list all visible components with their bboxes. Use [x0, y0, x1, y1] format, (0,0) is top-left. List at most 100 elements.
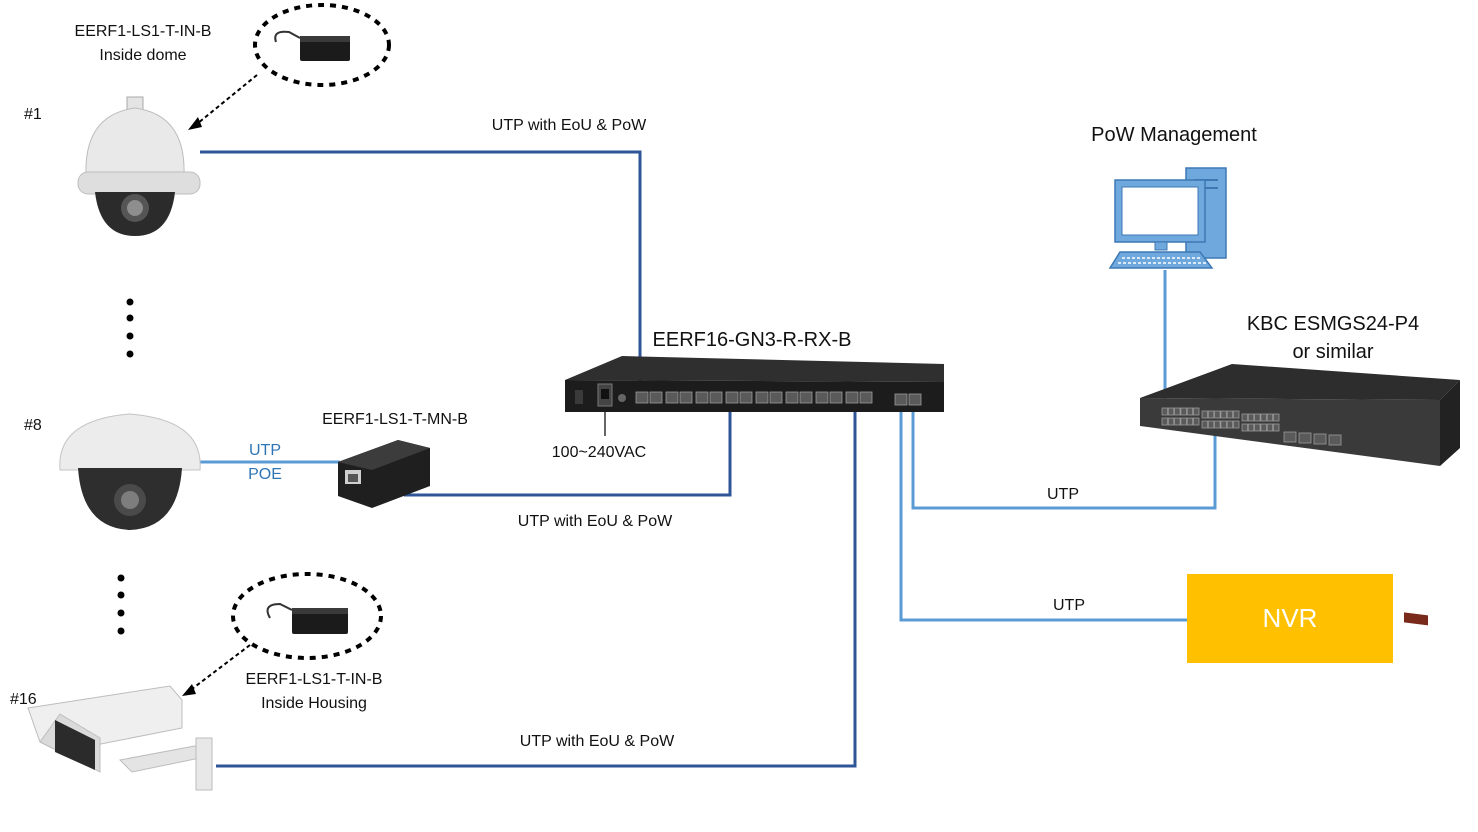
ellipsis-dots-lower: [117, 574, 125, 635]
nvr-box: [1187, 574, 1393, 663]
port: [1226, 420, 1234, 429]
port: [679, 391, 693, 404]
port: [1167, 407, 1175, 416]
port: [1180, 407, 1187, 416]
ellipsis-dots-upper: [126, 298, 134, 358]
camera-8-number: #8: [24, 417, 42, 434]
port: [1186, 417, 1194, 426]
port: [1241, 423, 1248, 432]
port: [709, 391, 723, 404]
box-camera-housing-icon: [27, 685, 213, 791]
port: [859, 391, 873, 404]
port: [635, 391, 649, 404]
module-1-label: EERF1-LS1-T-IN-B: [75, 23, 212, 40]
port: [1201, 420, 1208, 429]
port: [1220, 420, 1227, 429]
rack-extender-icon: [565, 356, 944, 412]
port: [1174, 417, 1181, 426]
camera-8-poe-label: POE: [248, 466, 282, 483]
port: [1226, 410, 1234, 419]
port: [1233, 420, 1240, 429]
port: [1193, 417, 1200, 426]
port: [1233, 410, 1240, 419]
camera-8-utp-label: UTP: [249, 442, 281, 459]
port: [815, 391, 829, 404]
extender-model: EERF16-GN3-R-RX-B: [653, 329, 852, 351]
module-box-8: [338, 440, 430, 508]
port: [1214, 420, 1221, 429]
port: [845, 391, 859, 404]
port: [1283, 431, 1297, 443]
port: [894, 393, 908, 406]
connections: [200, 150, 1217, 768]
link-camera16-extender: [216, 405, 857, 768]
port: [1266, 413, 1274, 422]
port: [1207, 410, 1215, 419]
switch-model: KBC ESMGS24-P4: [1247, 313, 1419, 335]
port: [1214, 410, 1221, 419]
module-bubble-16: [182, 572, 383, 696]
port: [1260, 413, 1267, 422]
port: [1167, 417, 1175, 426]
nvr-label: NVR: [1263, 603, 1318, 633]
port: [1247, 423, 1255, 432]
port: [1161, 407, 1168, 416]
link-switch-label: UTP: [1047, 486, 1079, 503]
port: [1298, 432, 1312, 444]
port: [908, 393, 922, 406]
port: [1193, 407, 1200, 416]
port: [1186, 407, 1194, 416]
port: [1220, 410, 1227, 419]
port: [1273, 413, 1280, 422]
link-extender-nvr: [899, 405, 1187, 622]
desktop-computer-icon: [1108, 167, 1227, 269]
link-extender-switch: [911, 405, 1217, 510]
module-1-note: Inside dome: [99, 47, 186, 64]
camera-16-number: #16: [10, 691, 37, 708]
port: [1313, 433, 1327, 445]
port: [755, 391, 769, 404]
link-module-extender: [404, 405, 732, 497]
switch-model-note: or similar: [1292, 341, 1373, 363]
port: [1254, 423, 1261, 432]
switch-ports: [1161, 407, 1342, 446]
camera-1-number: #1: [24, 106, 42, 123]
port: [665, 391, 679, 404]
port: [739, 391, 753, 404]
port: [829, 391, 843, 404]
port: [649, 391, 663, 404]
port: [1241, 413, 1248, 422]
port: [695, 391, 709, 404]
port: [1260, 423, 1267, 432]
link-camera16-label: UTP with EoU & PoW: [520, 733, 675, 750]
extender-ports: [635, 391, 922, 406]
link-camera1-label: UTP with EoU & PoW: [492, 117, 647, 134]
port: [1273, 423, 1280, 432]
port: [1266, 423, 1274, 432]
port: [1180, 417, 1187, 426]
module-8-label: EERF1-LS1-T-MN-B: [322, 411, 468, 428]
port: [1247, 413, 1255, 422]
fixed-dome-camera-icon: [59, 413, 201, 530]
port: [769, 391, 783, 404]
extender-power: 100~240VAC: [552, 444, 646, 461]
port: [1174, 407, 1181, 416]
management-title: PoW Management: [1091, 124, 1257, 146]
port: [785, 391, 799, 404]
port: [1328, 434, 1342, 446]
module-bubble-1: [188, 3, 391, 130]
port: [1161, 417, 1168, 426]
port: [799, 391, 813, 404]
link-camera1-extender: [200, 150, 642, 394]
module-16-label: EERF1-LS1-T-IN-B: [246, 671, 383, 688]
port: [1207, 420, 1215, 429]
port: [725, 391, 739, 404]
module-16-note: Inside Housing: [261, 695, 367, 712]
port: [1201, 410, 1208, 419]
network-switch-icon: [1140, 364, 1460, 626]
ptz-dome-camera-icon: [77, 96, 201, 236]
link-nvr-label: UTP: [1053, 597, 1085, 614]
link-camera8-label: UTP with EoU & PoW: [518, 513, 673, 530]
port: [1254, 413, 1261, 422]
